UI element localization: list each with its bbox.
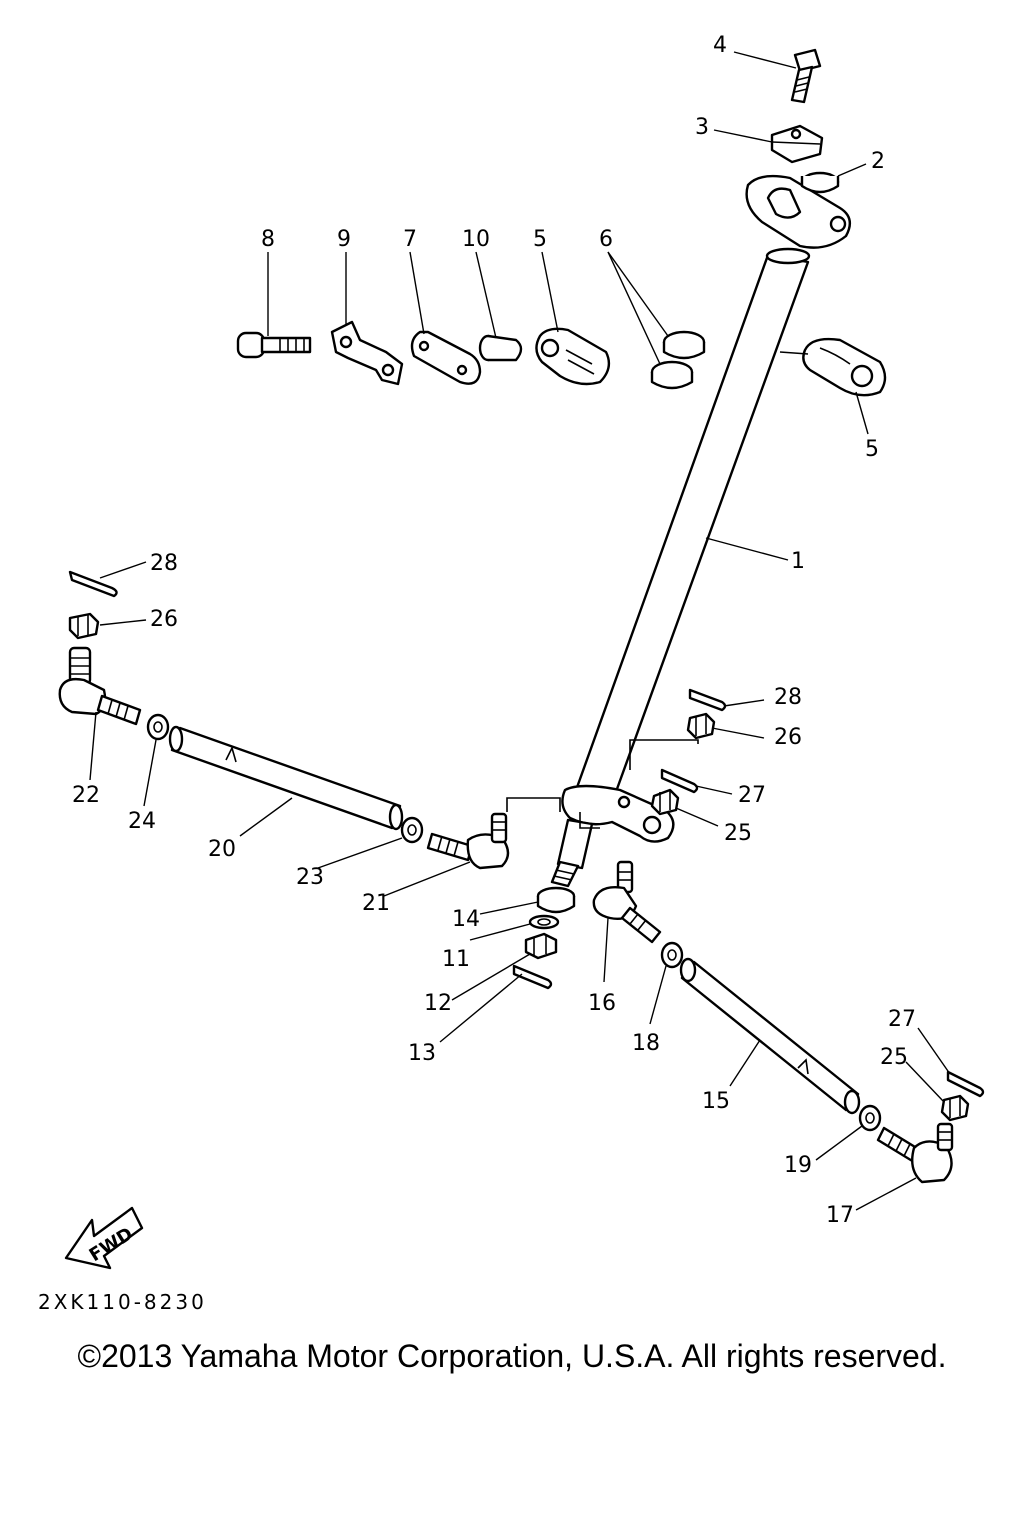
- cotter-pin-27-right: [946, 1070, 985, 1098]
- cotter-pin-28-left: [68, 570, 118, 598]
- cotter-pin-27-center: [660, 768, 699, 794]
- callout-23: 23: [296, 865, 324, 890]
- callout-26-center: 26: [774, 725, 802, 750]
- callout-3: 3: [695, 115, 709, 140]
- upper-handlebar-holder-base: [745, 174, 852, 249]
- callout-13: 13: [408, 1041, 436, 1066]
- cotter-pin-28-center: [688, 688, 727, 712]
- callout-19: 19: [784, 1153, 812, 1178]
- callout-27-center: 27: [738, 783, 766, 808]
- callout-5-right: 5: [865, 437, 879, 462]
- callout-1: 1: [791, 549, 805, 574]
- tie-rod-20: [168, 725, 404, 831]
- castle-nut-25-center: [650, 788, 680, 816]
- seal-14: [536, 886, 576, 914]
- collars-6: [650, 330, 706, 390]
- castle-nut-26-left: [68, 612, 100, 640]
- assembly-brackets: [506, 739, 699, 829]
- callout-22: 22: [72, 783, 100, 808]
- tie-rod-15: [679, 957, 861, 1115]
- plate-7: [410, 330, 482, 385]
- callout-4: 4: [713, 33, 727, 58]
- castle-nut-25-right: [940, 1094, 970, 1122]
- callout-5-top: 5: [533, 227, 547, 252]
- washer-11: [528, 914, 560, 930]
- callout-numbers: 4 3 2 8 9 7 10 5 6 5 1 28 26 28 26 27 25…: [72, 33, 916, 1228]
- callout-9: 9: [337, 227, 351, 252]
- steering-shaft: [550, 247, 811, 888]
- callout-25-right: 25: [880, 1045, 908, 1070]
- callout-20: 20: [208, 837, 236, 862]
- handlebar-holder-5-left: [535, 327, 611, 386]
- callout-14: 14: [452, 907, 480, 932]
- steering-diagram: 4 3 2 8 9 7 10 5 6 5 1 28 26 28 26 27 25…: [58, 33, 985, 1270]
- callout-25-center: 25: [724, 821, 752, 846]
- bolt-8: [236, 331, 312, 359]
- callout-26-left: 26: [150, 607, 178, 632]
- locknut-18: [660, 941, 684, 969]
- tie-rod-end-17: [876, 1122, 954, 1184]
- castle-nut-12: [524, 932, 558, 960]
- callout-11: 11: [442, 947, 470, 972]
- lock-plate-9: [330, 320, 404, 386]
- tie-rod-end-16: [592, 860, 662, 944]
- drawing-code: 2XK110-8230: [38, 1290, 207, 1314]
- callout-16: 16: [588, 991, 616, 1016]
- locknut-24: [146, 713, 170, 741]
- locknut-19: [858, 1104, 882, 1132]
- callout-15: 15: [702, 1089, 730, 1114]
- handlebar-holder-5-right: [802, 337, 887, 397]
- collar-10: [478, 334, 523, 362]
- tie-rod-end-22: [58, 646, 142, 726]
- callout-6: 6: [599, 227, 613, 252]
- callout-21: 21: [362, 891, 390, 916]
- callout-12: 12: [424, 991, 452, 1016]
- holder-cap-3: [770, 124, 824, 164]
- callout-8: 8: [261, 227, 275, 252]
- callout-2: 2: [871, 149, 885, 174]
- callout-10: 10: [462, 227, 490, 252]
- callout-24: 24: [128, 809, 156, 834]
- copyright-notice: ©2013 Yamaha Motor Corporation, U.S.A. A…: [77, 1338, 947, 1374]
- callout-27-right: 27: [888, 1007, 916, 1032]
- callout-7: 7: [403, 227, 417, 252]
- callout-17: 17: [826, 1203, 854, 1228]
- callout-18: 18: [632, 1031, 660, 1056]
- cotter-pin-13: [512, 964, 553, 990]
- fwd-arrow-icon: FWD: [64, 1206, 144, 1270]
- callout-28-center: 28: [774, 685, 802, 710]
- leader-lines: [89, 51, 951, 1211]
- bolt-4: [790, 48, 822, 104]
- callout-28-left: 28: [150, 551, 178, 576]
- locknut-23: [400, 816, 424, 844]
- cap-2: [800, 171, 840, 194]
- castle-nut-26-center: [686, 712, 716, 740]
- tie-rod-end-21: [426, 812, 510, 870]
